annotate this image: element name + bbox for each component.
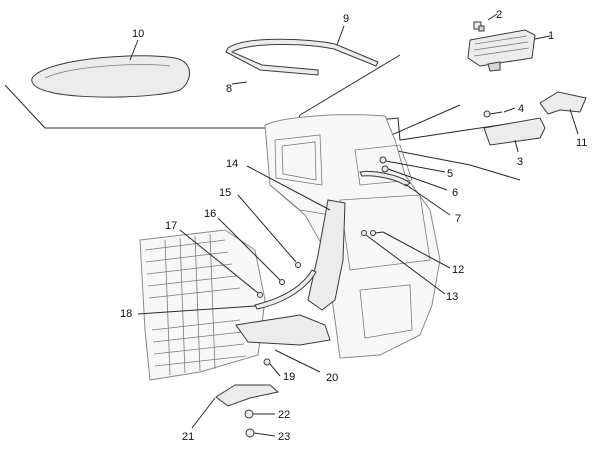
part-12-screw	[370, 230, 384, 236]
callout-23: 23	[278, 431, 290, 443]
part-14-pillar-trim	[307, 199, 346, 311]
part-22-washer	[244, 409, 254, 419]
callout-19: 19	[283, 371, 295, 383]
callout-20: 20	[326, 372, 338, 384]
callout-5: 5	[447, 168, 453, 180]
callout-12: 12	[452, 264, 464, 276]
part-7-molding	[359, 171, 411, 187]
callout-10: 10	[132, 28, 144, 40]
part-5-screw	[379, 156, 387, 164]
callout-16: 16	[204, 208, 216, 220]
part-23-nut	[245, 428, 255, 438]
part-15-clip	[295, 262, 301, 268]
part-19-clip	[263, 358, 271, 366]
callout-11: 11	[576, 137, 587, 149]
callout-22: 22	[278, 409, 290, 421]
part-17-bolt	[257, 292, 263, 298]
part-16-screw	[279, 279, 285, 285]
callout-2: 2	[496, 9, 502, 21]
callout-3: 3	[517, 156, 523, 168]
callout-14: 14	[226, 158, 238, 170]
callout-6: 6	[452, 187, 458, 199]
callout-4: 4	[518, 103, 524, 115]
callout-13: 13	[446, 291, 458, 303]
part-9-seal	[225, 38, 379, 76]
part-21-bracket	[215, 384, 280, 407]
callout-15: 15	[219, 187, 231, 199]
part-10-panel	[31, 55, 190, 98]
callout-1: 1	[548, 30, 554, 42]
cab-body	[264, 114, 441, 359]
part-20-lower-trim	[235, 314, 331, 346]
part-13-clip	[361, 230, 367, 236]
callout-9: 9	[343, 13, 349, 25]
part-18-cable	[254, 269, 317, 310]
callout-21: 21	[182, 431, 194, 443]
part-3-cover	[483, 117, 546, 146]
callout-8: 8	[226, 83, 232, 95]
callout-7: 7	[455, 213, 461, 225]
callout-labels: 1 2 3 4 5 6 7 8 9 10 11 12 13 14 15 16 1…	[120, 9, 587, 443]
callout-17: 17	[165, 220, 177, 232]
part-11-bracket	[539, 91, 587, 115]
leader-lines	[129, 13, 579, 437]
part-2-bulb	[473, 21, 485, 32]
truck-bed	[139, 229, 266, 381]
callout-18: 18	[120, 308, 132, 320]
part-1-lamp	[467, 29, 536, 72]
part-4-screw	[483, 110, 503, 118]
part-6-washer	[381, 165, 389, 173]
